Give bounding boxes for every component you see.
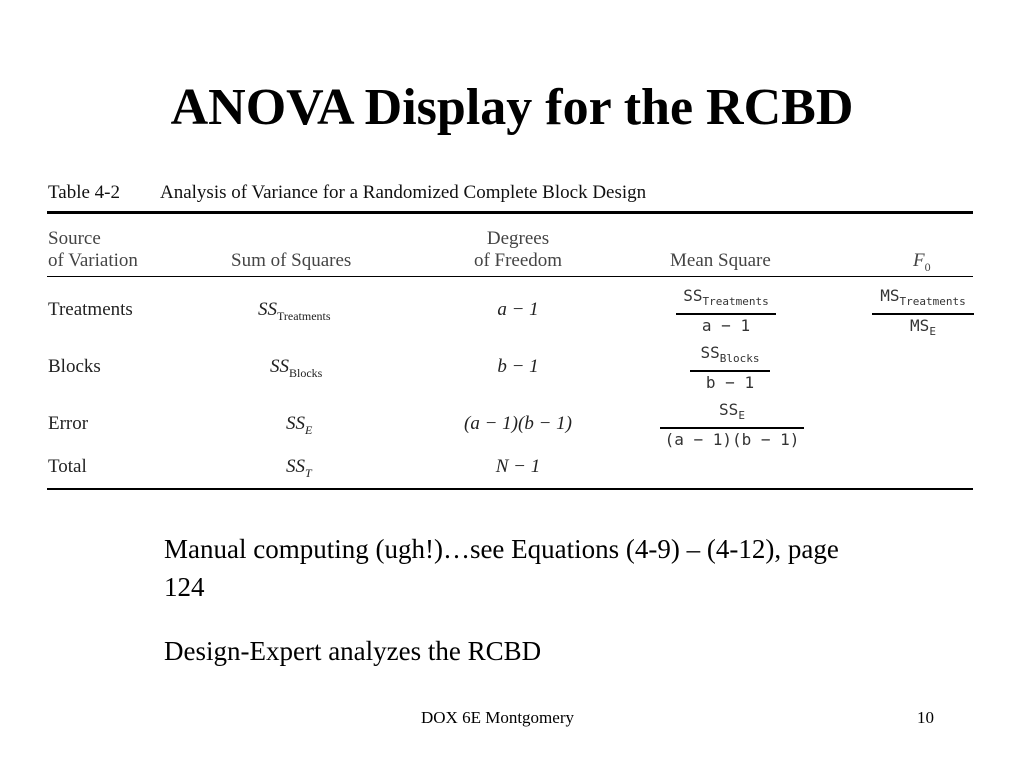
fraction-bar — [676, 313, 776, 316]
ms-num-main: SS — [683, 286, 703, 305]
row-blocks-ss: SSBlocks — [270, 356, 322, 384]
table-top-rule — [47, 211, 973, 214]
row-treatments-df: a − 1 — [497, 299, 539, 320]
fraction-bar — [690, 370, 770, 373]
ms-num-main: SS — [719, 400, 739, 419]
row-treatments-f0-denominator: MSE — [904, 315, 942, 343]
header-source-line2: of Variation — [48, 250, 138, 271]
header-df: Degrees of Freedom — [438, 228, 598, 272]
row-error-ms-numerator: SSE — [713, 399, 751, 427]
row-treatments-f0-numerator: MSTreatments — [874, 285, 972, 313]
row-blocks-df: b − 1 — [497, 356, 539, 377]
row-treatments-f0-fraction: MSTreatments MSE — [872, 285, 974, 343]
body-paragraph-1: Manual computing (ugh!)…see Equations (4… — [164, 534, 839, 602]
body-paragraph-2: Design-Expert analyzes the RCBD — [164, 636, 542, 666]
page-number: 10 — [917, 708, 934, 727]
header-df-line1: Degrees — [486, 228, 550, 249]
row-total-source: Total — [48, 456, 87, 477]
row-treatments-ms-numerator: SSTreatments — [677, 285, 775, 313]
table-caption-text: Analysis of Variance for a Randomized Co… — [160, 182, 647, 203]
row-error-ss-sub: E — [305, 422, 313, 437]
f-num-sub: Treatments — [899, 295, 966, 309]
row-treatments-source: Treatments — [48, 299, 133, 320]
row-blocks-ms-numerator: SSBlocks — [694, 342, 765, 370]
row-treatments-ss-sub: Treatments — [277, 308, 331, 323]
row-treatments-ms-denominator: a − 1 — [701, 316, 751, 336]
ms-num-sub: E — [738, 409, 745, 423]
row-treatments-ss: SSTreatments — [258, 299, 331, 327]
row-total-ss-main: SS — [286, 456, 305, 477]
fraction-bar — [872, 313, 974, 316]
row-blocks-source: Blocks — [48, 356, 101, 377]
row-treatments-ms-fraction: SSTreatments a − 1 — [676, 285, 776, 337]
row-error-ss: SSE — [286, 413, 312, 441]
ms-num-sub: Treatments — [702, 295, 769, 309]
header-source-line1: Source — [48, 228, 101, 249]
row-error-ss-main: SS — [286, 413, 305, 434]
table-bottom-rule — [47, 488, 973, 490]
row-treatments-ss-main: SS — [258, 299, 277, 320]
header-f0: F0 — [913, 250, 931, 278]
header-ms: Mean Square — [670, 250, 771, 271]
header-ss: Sum of Squares — [231, 250, 352, 271]
row-error-ms-fraction: SSE (a − 1)(b − 1) — [660, 399, 804, 451]
f-den-main: MS — [910, 316, 930, 336]
row-blocks-ss-sub: Blocks — [289, 365, 323, 380]
ms-num-sub: Blocks — [719, 352, 760, 366]
fraction-bar — [660, 427, 804, 430]
header-f0-main: F — [913, 250, 925, 271]
slide-title: ANOVA Display for the RCBD — [170, 79, 854, 136]
row-total-ss-sub: T — [305, 465, 312, 480]
ms-num-main: SS — [700, 343, 720, 362]
header-f0-sub: 0 — [924, 259, 931, 274]
row-blocks-ms-fraction: SSBlocks b − 1 — [690, 342, 770, 394]
row-error-ms-denominator: (a − 1)(b − 1) — [664, 430, 800, 450]
row-error-source: Error — [48, 413, 89, 434]
header-source: Source of Variation — [48, 228, 138, 272]
row-blocks-ss-main: SS — [270, 356, 289, 377]
f-den-sub: E — [929, 325, 936, 339]
f-num-main: MS — [880, 286, 900, 305]
table-caption: Table 4-2 Analysis of Variance for a Rand… — [48, 182, 646, 204]
table-number: Table 4-2 — [48, 182, 121, 203]
header-df-line2: of Freedom — [473, 250, 563, 271]
row-blocks-ms-denominator: b − 1 — [705, 373, 755, 393]
footer-text: DOX 6E Montgomery — [421, 708, 574, 727]
row-error-df: (a − 1)(b − 1) — [464, 413, 572, 434]
row-total-df: N − 1 — [495, 456, 541, 477]
table-header-rule — [47, 276, 973, 277]
row-total-ss: SST — [286, 456, 312, 484]
